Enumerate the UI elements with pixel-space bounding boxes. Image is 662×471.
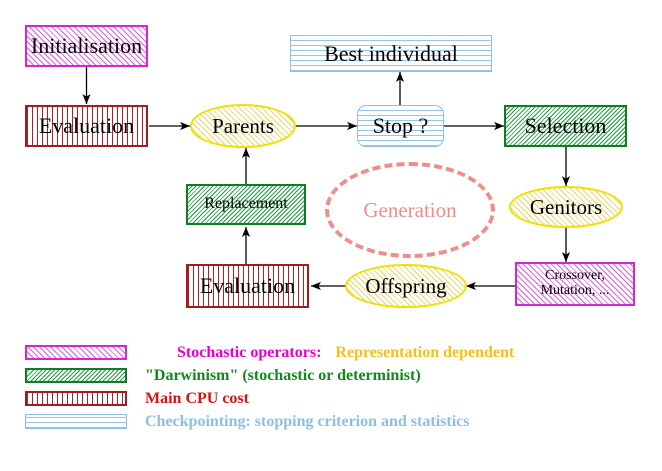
legend-label-darwinism: "Darwinism" (stochastic or determinist) [145, 366, 421, 384]
node-initialisation-label: Initialisation [30, 33, 143, 59]
node-crossover-mutation[interactable]: Crossover, Mutation, ... [515, 262, 635, 306]
legend: Stochastic operators: Representation depe… [25, 341, 645, 433]
legend-label-stochastic: Stochastic operators: Representation depe… [145, 326, 514, 380]
legend-label-cpu-cost: Main CPU cost [145, 389, 249, 407]
node-offspring[interactable]: Offspring [345, 264, 467, 308]
legend-label-stochastic-main: Stochastic operators: [177, 343, 322, 361]
legend-label-checkpointing: Checkpointing: stopping criterion and st… [145, 412, 470, 430]
legend-row-stochastic: Stochastic operators: Representation depe… [25, 341, 645, 364]
node-parents[interactable]: Parents [190, 104, 296, 148]
node-offspring-label: Offspring [365, 273, 447, 298]
node-stop-label: Stop ? [372, 113, 429, 139]
node-selection-label: Selection [524, 113, 607, 139]
node-best-individual-label: Best individual [324, 40, 458, 66]
node-evaluation-bottom-label: Evaluation [199, 273, 296, 299]
node-parents-label: Parents [212, 113, 274, 138]
legend-swatch-blue [25, 414, 127, 429]
node-generation-label: Generation [363, 197, 457, 222]
legend-label-stochastic-sub: Representation dependent [335, 343, 515, 361]
node-evaluation-top-label: Evaluation [38, 113, 135, 139]
node-replacement[interactable]: Replacement [186, 184, 306, 225]
node-best-individual[interactable]: Best individual [290, 35, 492, 72]
node-evaluation-bottom[interactable]: Evaluation [186, 264, 309, 308]
node-evaluation-top[interactable]: Evaluation [25, 105, 148, 147]
node-genitors-label: Genitors [529, 194, 603, 219]
node-generation: Generation [325, 162, 495, 258]
legend-row-checkpointing: Checkpointing: stopping criterion and st… [25, 410, 645, 433]
legend-swatch-red [25, 391, 127, 406]
node-initialisation[interactable]: Initialisation [25, 25, 148, 67]
node-selection[interactable]: Selection [504, 105, 627, 147]
legend-swatch-green [25, 368, 127, 383]
legend-row-cpu-cost: Main CPU cost [25, 387, 645, 410]
node-stop[interactable]: Stop ? [357, 105, 444, 147]
node-crossover-mutation-label: Crossover, Mutation, ... [540, 268, 610, 298]
legend-row-darwinism: "Darwinism" (stochastic or determinist) [25, 364, 645, 387]
legend-swatch-magenta [25, 345, 127, 360]
node-genitors[interactable]: Genitors [509, 186, 623, 228]
node-replacement-label: Replacement [204, 195, 288, 213]
